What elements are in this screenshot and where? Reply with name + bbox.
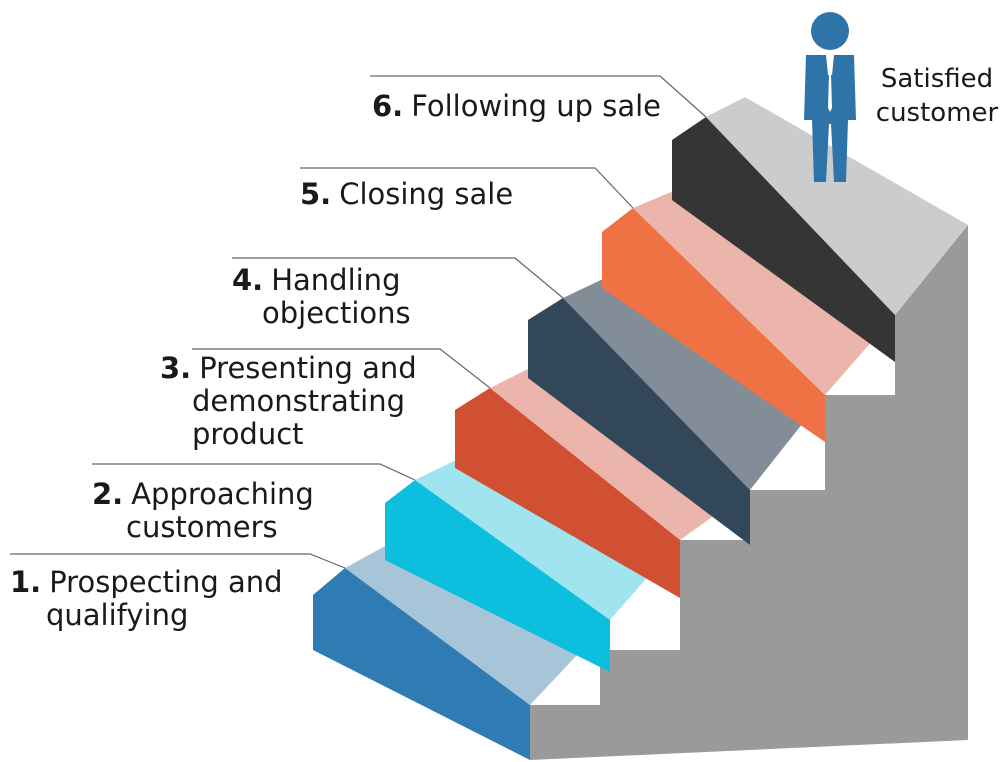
step-text-line: Prospecting and	[49, 565, 283, 599]
step-6-riser	[672, 117, 895, 362]
step-1-tread	[345, 545, 610, 705]
step-1-riser	[313, 568, 530, 760]
step-text-line: qualifying	[46, 598, 189, 632]
step-label-6: 6.Following up sale	[372, 90, 661, 123]
satisfied-customer-figure	[804, 12, 856, 182]
step-number: 5.	[300, 177, 332, 211]
step-2-riser	[385, 480, 610, 672]
step-label-5: 5.Closing sale	[300, 178, 513, 211]
steps-group	[313, 97, 968, 760]
step-text-line: Following up sale	[411, 89, 662, 123]
step-2-leader-line	[92, 463, 416, 481]
step-5-riser	[602, 208, 825, 442]
step-text-line: objections	[262, 296, 411, 330]
step-text-line: Closing sale	[339, 177, 514, 211]
step-3-leader-line	[192, 348, 491, 389]
step-label-4: 4.Handling objections	[232, 264, 411, 330]
goal-text-line: customer	[875, 98, 999, 128]
step-4-riser	[528, 298, 750, 545]
step-3-riser	[455, 388, 680, 598]
step-label-1: 1.Prospecting and qualifying	[10, 566, 283, 632]
step-6-leader-line	[370, 75, 707, 118]
step-label-2: 2.Approaching customers	[92, 478, 314, 544]
step-text-line: customers	[126, 510, 278, 544]
goal-label: Satisfied customer	[872, 62, 1002, 130]
step-text-line: Handling	[271, 263, 401, 297]
step-number: 4.	[232, 263, 264, 297]
step-4-leader-line	[232, 257, 564, 299]
step-text-line: Approaching	[131, 477, 314, 511]
step-text-line: product	[192, 417, 304, 451]
step-2-tread	[415, 458, 680, 620]
step-number: 2.	[92, 477, 124, 511]
staircase-side-wall	[530, 225, 968, 760]
step-label-3: 3.Presenting and demonstrating product	[160, 352, 417, 451]
step-3-tread	[490, 368, 750, 540]
step-text-line: demonstrating	[192, 384, 406, 418]
leader-lines	[10, 75, 707, 569]
step-1-leader-line	[10, 553, 346, 569]
goal-text-line: Satisfied	[880, 64, 994, 94]
step-5-tread	[633, 190, 895, 395]
step-number: 3.	[160, 351, 192, 385]
step-number: 6.	[372, 89, 404, 123]
step-number: 1.	[10, 565, 42, 599]
step-4-tread	[563, 278, 825, 490]
step-6-tread	[706, 97, 968, 315]
step-text-line: Presenting and	[199, 351, 417, 385]
step-5-leader-line	[300, 167, 634, 209]
